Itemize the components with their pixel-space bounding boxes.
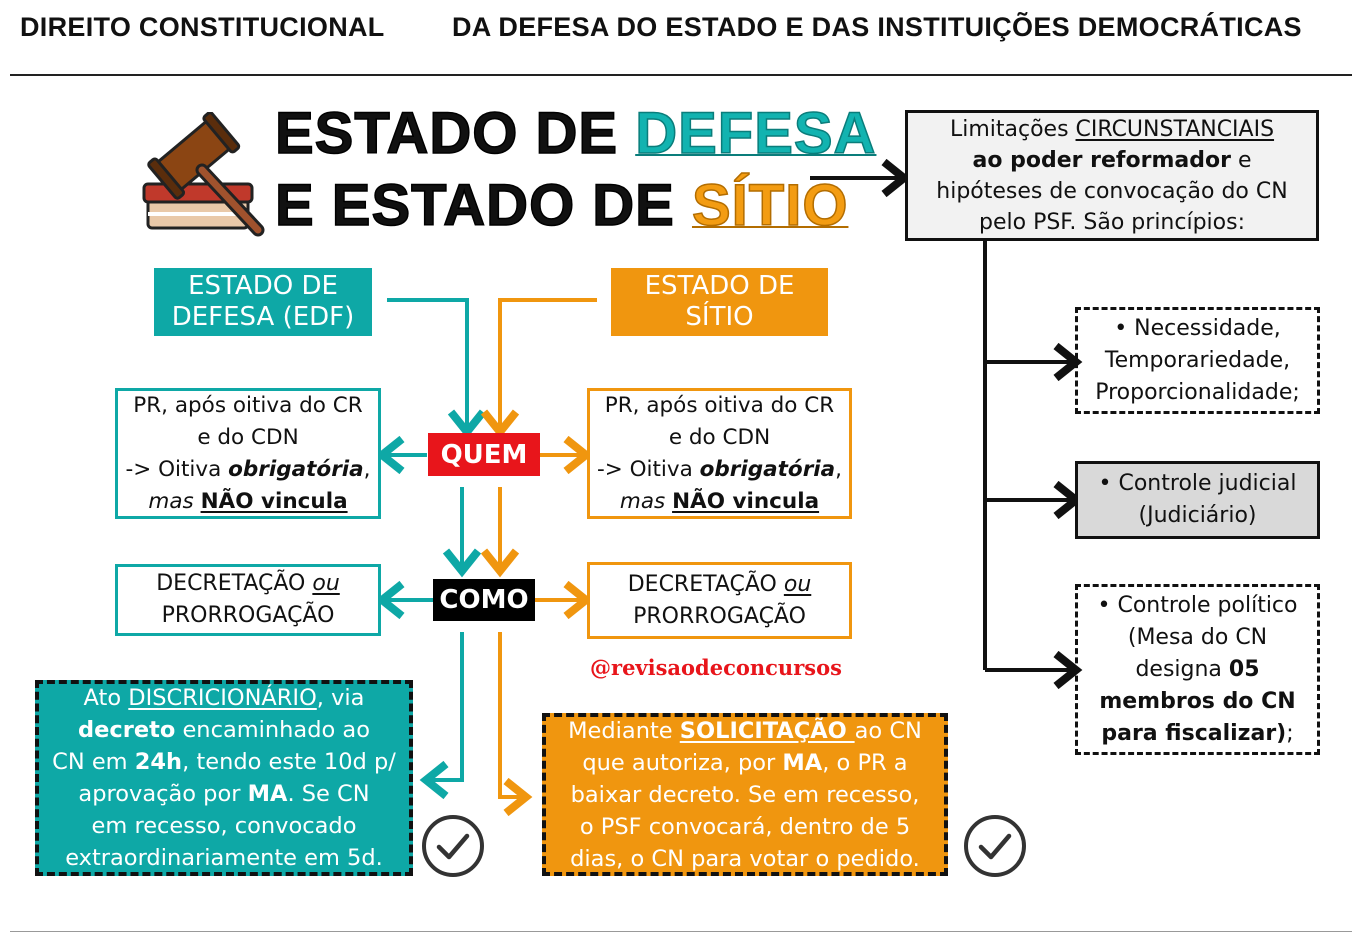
limitations-box: Limitações CIRCUNSTANCIAIS ao poder refo… <box>905 110 1319 241</box>
header-topic: DA DEFESA DO ESTADO E DAS INSTITUIÇÕES D… <box>452 12 1302 42</box>
edf-procedure-box: Ato DISCRICIONÁRIO, via decreto encaminh… <box>35 680 413 876</box>
check-circle-icon <box>422 815 484 877</box>
header-divider <box>10 74 1352 76</box>
title-line-1: ESTADO DE DEFESA <box>274 100 877 167</box>
title-highlight-defesa: DEFESA <box>634 100 877 167</box>
sitio-procedure-box: Mediante SOLICITAÇÃO ao CN que autoriza,… <box>542 713 948 876</box>
political-control-box: • Controle político(Mesa do CN designa 0… <box>1075 584 1320 755</box>
quem-tag: QUEM <box>428 433 540 476</box>
gavel-icon <box>142 112 265 237</box>
header-subject: DIREITO CONSTITUCIONAL <box>20 12 385 42</box>
title-line-2: E ESTADO DE SÍTIO <box>274 172 849 239</box>
title-highlight-sitio: SÍTIO <box>691 172 849 239</box>
instagram-handle: @revisaodeconcursos <box>590 655 842 680</box>
footer-divider <box>10 931 1352 932</box>
check-circle-icon <box>964 815 1026 877</box>
como-tag: COMO <box>433 579 535 621</box>
principles-box: • Necessidade,Temporariedade,Proporciona… <box>1075 307 1320 414</box>
judicial-control-box: • Controle judicial(Judiciário) <box>1075 461 1320 539</box>
